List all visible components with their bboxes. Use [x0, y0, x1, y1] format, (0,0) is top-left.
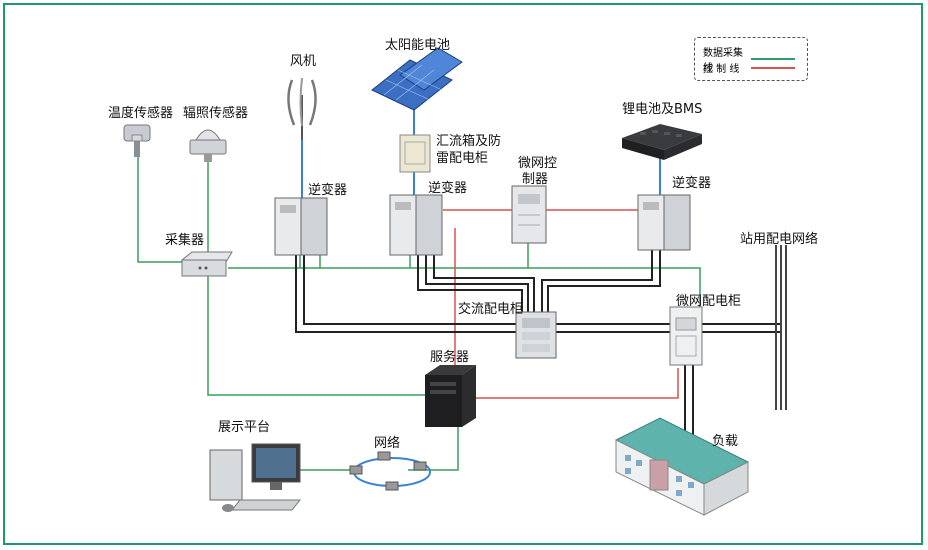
diagram-frame	[3, 3, 923, 545]
irradiance-sensor-label: 辐照传感器	[183, 106, 249, 121]
load-building-icon	[614, 417, 750, 516]
ac-distribution-cabinet-icon	[515, 311, 557, 359]
inverter-wind-icon	[274, 197, 328, 256]
wind-turbine-icon	[287, 77, 317, 140]
inverter-battery-label: 逆变器	[672, 176, 712, 191]
irradiance-sensor-icon	[189, 129, 227, 162]
display-platform-pc-icon	[209, 443, 302, 512]
legend-control-line-swatch	[751, 66, 795, 69]
microgrid-controller-label-line2: 制器	[522, 172, 549, 187]
legend-control-line: 控 制 线	[703, 60, 795, 75]
station-grid-label: 站用配电网络	[740, 232, 819, 247]
solar-panel-label: 太阳能电池	[385, 38, 451, 53]
battery-bms-icon	[622, 124, 702, 160]
inverter-solar-label: 逆变器	[428, 181, 468, 196]
wind-turbine-label: 风机	[290, 54, 317, 69]
network-icon	[349, 451, 431, 491]
load-label: 负载	[712, 434, 739, 449]
legend-data-line: 数据采集线	[703, 44, 795, 74]
legend-data-line-swatch	[751, 58, 795, 60]
ac-cabinet-label: 交流配电柜	[458, 302, 524, 317]
collector-label: 采集器	[165, 233, 205, 248]
temperature-sensor-icon	[123, 124, 151, 157]
display-platform-label: 展示平台	[218, 420, 271, 435]
control-lines	[443, 209, 679, 399]
combiner-label-line2: 雷配电柜	[436, 151, 489, 166]
collector-icon	[180, 251, 233, 277]
microgrid-controller-icon	[511, 185, 547, 244]
solar-panel-icon	[371, 47, 463, 111]
legend: 数据采集线 控 制 线	[694, 37, 808, 81]
legend-data-line-label: 数据采集线	[703, 48, 743, 74]
dc-lines	[301, 110, 661, 198]
inverter-wind-label: 逆变器	[308, 183, 348, 198]
microgrid-controller-label-line1: 微网控	[518, 156, 558, 171]
inverter-battery-icon	[637, 194, 691, 251]
inverter-solar-icon	[389, 194, 443, 256]
combiner-label-line1: 汇流箱及防	[436, 134, 502, 149]
server-label: 服务器	[430, 350, 470, 365]
ac-bus-lines	[295, 250, 780, 458]
legend-control-line-label: 控 制 线	[703, 64, 740, 75]
server-icon	[425, 365, 476, 427]
combiner-box-icon	[399, 134, 431, 173]
temp-sensor-label: 温度传感器	[108, 106, 174, 121]
microgrid-distribution-cabinet-icon	[669, 306, 703, 366]
network-label: 网络	[374, 436, 401, 451]
station-grid-bus	[775, 245, 787, 410]
battery-label: 锂电池及BMS	[622, 102, 703, 117]
microgrid-cabinet-label: 微网配电柜	[676, 294, 742, 309]
